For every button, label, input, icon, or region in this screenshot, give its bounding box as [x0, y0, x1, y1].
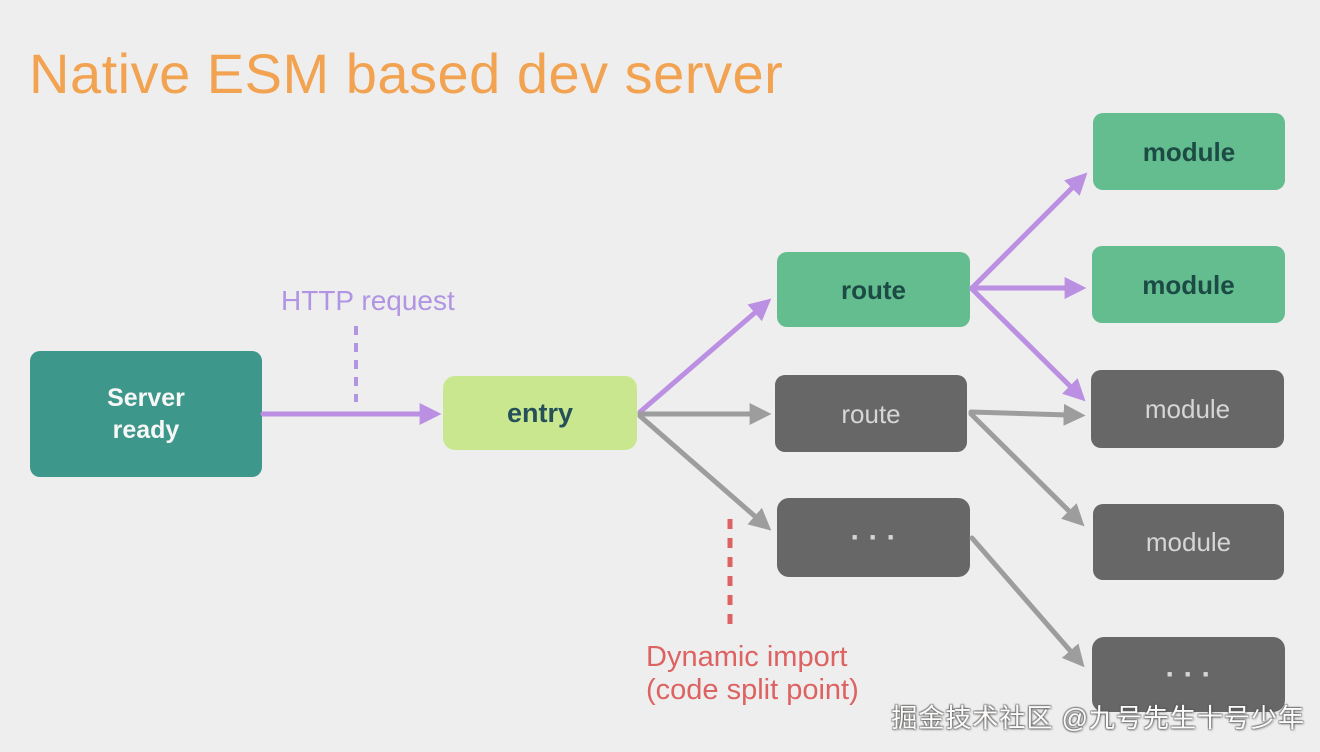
node-module-gray-2: module: [1093, 504, 1284, 580]
arrow-route-gray-to-module-gray-2: [968, 411, 1085, 527]
node-ellipsis-mid: ···: [777, 498, 970, 577]
http-request-label: HTTP request: [281, 285, 455, 316]
arrow-route-green-to-module-1: [969, 172, 1088, 291]
arrow-route-gray-to-module-gray-1: [968, 403, 1086, 426]
dynamic-import-label: Dynamic import (code split point): [646, 641, 859, 706]
node-route-green: route: [777, 252, 970, 327]
node-route-green-label: route: [841, 274, 906, 305]
node-ellipsis-right-label: ···: [1165, 657, 1220, 691]
node-route-gray-label: route: [841, 398, 901, 429]
node-ellipsis-mid-label: ···: [850, 520, 905, 554]
node-module-gray-2-label: module: [1145, 527, 1232, 557]
node-server-ready: Server ready: [30, 351, 262, 477]
node-server-ready-label: Server ready: [107, 384, 185, 444]
arrow-ellipsis-mid-to-ellipsis-right: [969, 535, 1085, 668]
node-module-green-2: module: [1092, 246, 1285, 323]
watermark: 掘金技术社区 @九号先生十号少年: [891, 703, 1305, 733]
node-module-green-1: module: [1093, 113, 1285, 190]
node-module-gray-1-label: module: [1144, 394, 1231, 424]
node-module-green-2-label: module: [1142, 269, 1235, 300]
node-module-gray-1: module: [1091, 370, 1284, 448]
node-module-green-1-label: module: [1142, 136, 1236, 167]
node-entry: entry: [443, 376, 637, 450]
node-route-gray: route: [775, 375, 967, 452]
arrow-entry-to-route-green: [637, 298, 772, 415]
page-title: Native ESM based dev server: [29, 42, 784, 105]
node-ellipsis-right: ···: [1092, 637, 1285, 712]
arrow-entry-to-ellipsis-mid: [637, 413, 772, 531]
arrow-route-green-to-module-gray-1: [969, 286, 1086, 402]
node-entry-label: entry: [506, 398, 574, 428]
